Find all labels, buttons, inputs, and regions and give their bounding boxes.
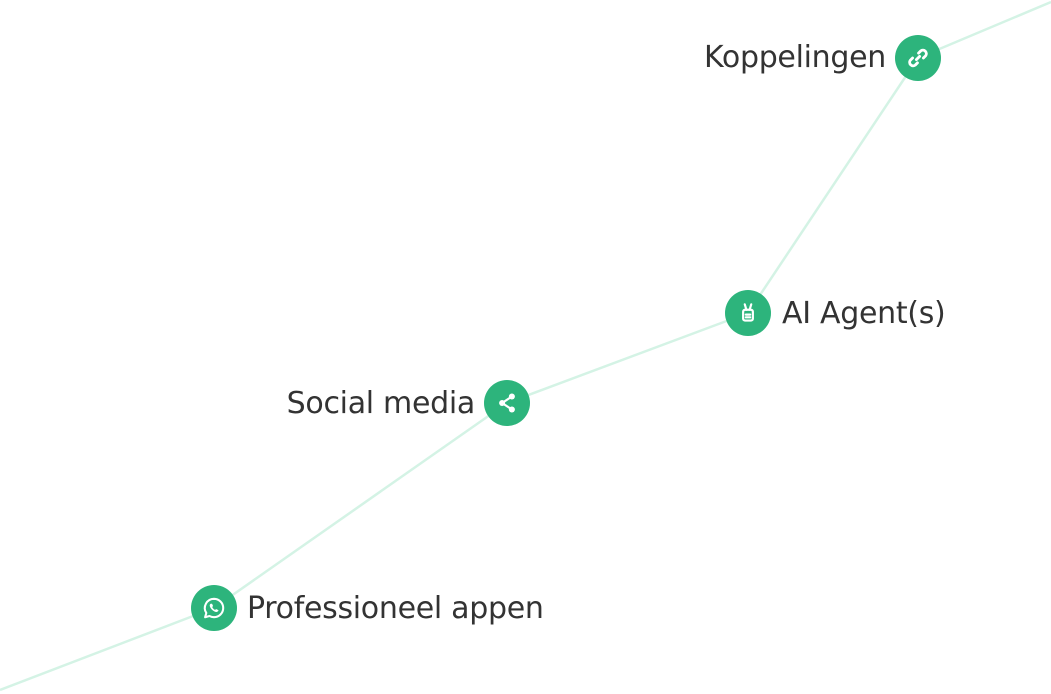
node-professioneel-appen: [191, 585, 237, 631]
node-social-media: [484, 380, 530, 426]
node-label-social-media: Social media: [286, 386, 476, 421]
link-icon: [908, 48, 928, 68]
node-koppelingen: [895, 35, 941, 81]
node-ai-agents: [725, 290, 771, 336]
node-label-ai-agents: AI Agent(s): [782, 296, 946, 331]
node-label-professioneel-appen: Professioneel appen: [247, 591, 544, 626]
whatsapp-icon: [203, 597, 225, 619]
node-label-koppelingen: Koppelingen: [704, 40, 886, 75]
share-icon: [499, 393, 515, 413]
robot-icon: [742, 303, 754, 322]
